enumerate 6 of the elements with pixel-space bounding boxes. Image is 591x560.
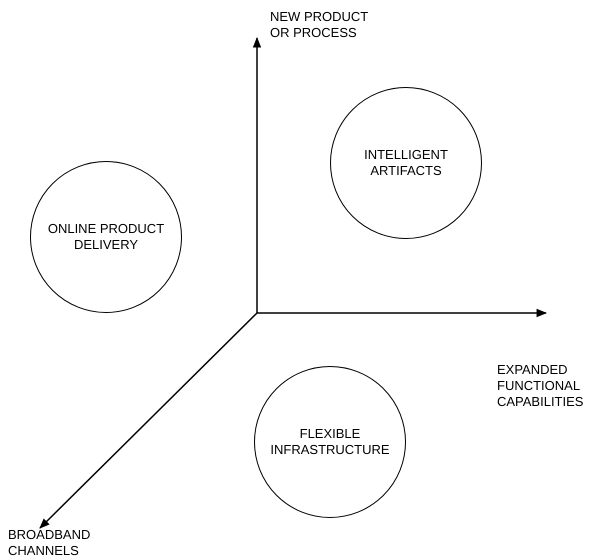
node-label: ONLINE PRODUCT DELIVERY	[46, 221, 166, 253]
axis-label: NEW PRODUCT OR PROCESS	[270, 9, 369, 41]
axis-label: EXPANDED FUNCTIONAL CAPABILITIES	[497, 362, 584, 410]
axis-label: BROADBAND CHANNELS	[8, 527, 92, 559]
node-label: INTELLIGENT ARTIFACTS	[363, 147, 449, 179]
node-label: FLEXIBLE INFRASTRUCTURE	[269, 426, 391, 458]
